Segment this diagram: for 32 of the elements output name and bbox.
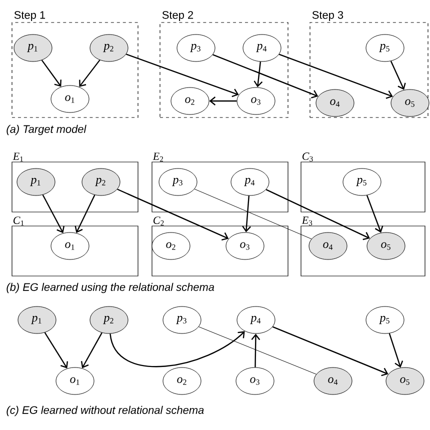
arrow: [272, 326, 388, 376]
arrow: [278, 54, 393, 99]
arrow: [251, 334, 260, 368]
node-label: E$_{1}$: [12, 152, 23, 162]
arrow: [126, 54, 239, 98]
arrow: [212, 54, 318, 98]
arrow: [209, 96, 237, 106]
arrow: [117, 188, 229, 241]
caption: (c) EG learned without relational schema: [6, 406, 204, 416]
node-label: Step 2: [162, 11, 194, 21]
arrow: [41, 60, 62, 87]
arrow: [42, 194, 64, 234]
node-label: C$_{1}$: [14, 216, 24, 226]
arrow: [388, 333, 404, 368]
node-label: E$_{3}$: [302, 216, 312, 226]
node-label: Step 1: [14, 11, 46, 21]
caption: (a) Target model: [6, 124, 86, 136]
arrow: [266, 189, 370, 240]
arrow: [110, 331, 245, 368]
arrow: [80, 332, 102, 368]
arrow: [44, 332, 68, 368]
arrow: [366, 195, 384, 233]
node-label: Step 3: [312, 11, 344, 21]
arrow: [254, 62, 263, 88]
node-label: C$_{2}$: [154, 216, 164, 226]
arrow: [390, 60, 406, 90]
caption: (b) EG learned using the relational schema: [6, 282, 214, 294]
node-label: C$_{3}$: [302, 152, 313, 162]
arrow: [74, 194, 96, 233]
arrow: [242, 196, 251, 232]
arrow: [79, 60, 100, 87]
node-label: E$_{2}$: [152, 152, 163, 162]
